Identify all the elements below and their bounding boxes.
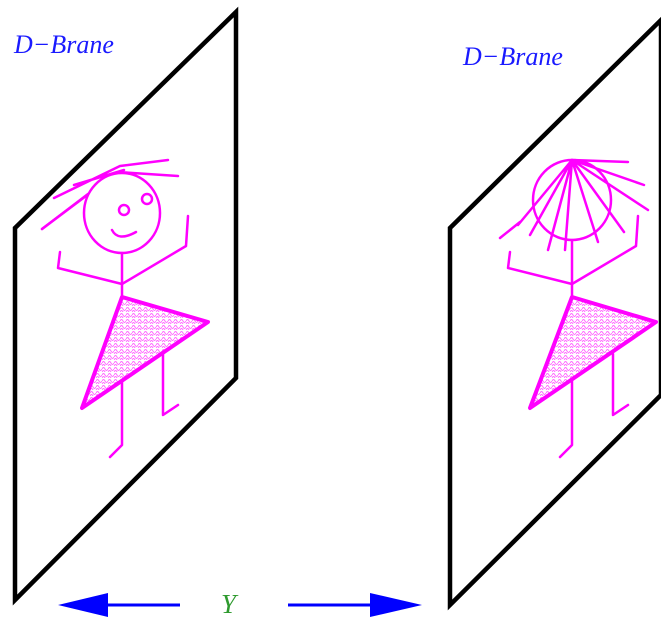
left-figure-smile	[110, 228, 138, 238]
right-figure-leg	[611, 352, 630, 417]
left-arrow-head	[58, 593, 108, 617]
right-brane-label: D−Brane	[462, 42, 563, 71]
left-figure-leg	[108, 378, 124, 459]
left-figure-skirt	[80, 295, 210, 410]
left-brane-label: D−Brane	[13, 30, 114, 59]
right-figure-hair	[516, 158, 650, 252]
right-brane: D−Brane	[447, 16, 661, 611]
left-stick-figure	[40, 158, 210, 459]
left-figure-eye	[117, 203, 131, 217]
left-brane: D−Brane	[12, 6, 239, 606]
separation-label: Y	[221, 589, 239, 617]
right-figure-leg	[558, 378, 574, 459]
left-figure-leg	[161, 352, 180, 417]
right-figure-arm	[570, 214, 640, 286]
right-stick-figure	[498, 158, 658, 459]
left-figure-eye	[140, 192, 154, 206]
right-figure-arm	[506, 250, 574, 286]
right-brane-sheet	[447, 16, 661, 611]
separation-indicator: Y	[58, 589, 422, 617]
left-figure-arm	[120, 214, 190, 286]
right-figure-skirt	[528, 295, 658, 410]
right-arrow-head	[370, 593, 422, 617]
left-figure-head	[82, 171, 162, 255]
left-figure-arm	[56, 250, 124, 286]
